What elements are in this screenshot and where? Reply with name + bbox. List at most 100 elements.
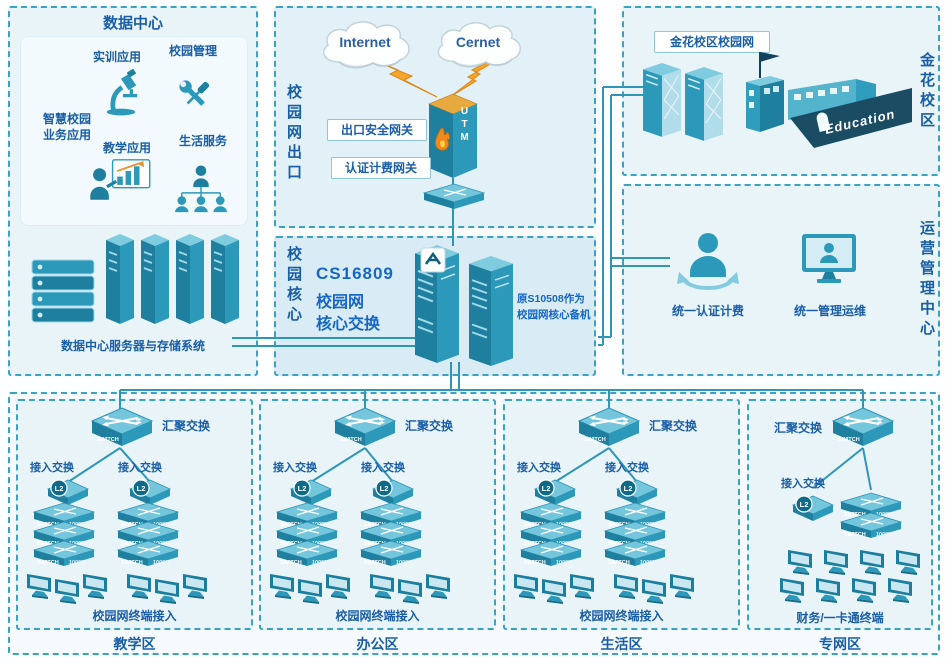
speed-label: 1000M	[876, 532, 893, 538]
l2-switch-icon: L2	[372, 479, 414, 506]
internet-cloud-label: Internet	[339, 34, 391, 50]
switch-label: SWITCH	[340, 437, 362, 443]
server-cabinet-icon	[642, 62, 682, 138]
microscope-icon	[102, 70, 140, 116]
l2-switch-icon: L2	[792, 495, 834, 522]
terminal-pc-icon	[888, 578, 912, 603]
access-label: 接入交换	[118, 462, 162, 474]
label-life-services: 生活服务	[178, 134, 227, 148]
datacenter-caption: 数据中心服务器与存储系统	[60, 339, 205, 353]
terminal-pc-icon	[852, 578, 876, 603]
backup-label-line1: 原S10508作为	[517, 293, 585, 305]
aggregation-switch-icon: SWITCH	[334, 407, 396, 447]
aggregation-label: 汇聚交换	[648, 419, 697, 433]
l2-label: L2	[800, 500, 809, 509]
terminal-pc-icon	[426, 574, 450, 599]
switch-label: SWITCH	[524, 522, 546, 528]
terminal-pc-icon	[816, 578, 840, 603]
auth-person-icon	[675, 231, 741, 290]
core-label-line3: 核心交换	[316, 316, 381, 333]
access-switch-icon: SWITCH 1000M	[520, 540, 582, 567]
speed-label: 1000M	[312, 560, 329, 566]
speed-label: 1000M	[153, 522, 170, 528]
terminal-pc-icon	[860, 550, 884, 575]
switch-label: SWITCH	[280, 541, 302, 547]
speed-label: 1000M	[556, 541, 573, 547]
switch-label: SWITCH	[524, 560, 546, 566]
zone-name-teaching: 教学区	[113, 636, 156, 652]
access-switch-icon: SWITCH 1000M	[276, 502, 338, 529]
backup-label-line2: 校园网核心备机	[517, 309, 591, 321]
speed-label: 1000M	[312, 522, 329, 528]
aggregation-label: 汇聚交换	[404, 419, 453, 433]
utm-label: UTM	[459, 106, 470, 145]
zone-name-living: 生活区	[600, 636, 643, 652]
datacenter-servers-icon	[31, 233, 240, 325]
switch-label: SWITCH	[608, 541, 630, 547]
speed-label: 1000M	[876, 512, 893, 518]
access-label: 接入交换	[517, 462, 561, 474]
switch-label: SWITCH	[364, 541, 386, 547]
access-switch-icon: SWITCH 1000M	[604, 540, 666, 567]
access-switch-icon: SWITCH 1000M	[360, 540, 422, 567]
switch-label: SWITCH	[280, 522, 302, 528]
access-switch-icon: SWITCH 1000M	[33, 540, 95, 567]
switch-label: SWITCH	[364, 522, 386, 528]
terminal-pc-icon	[570, 574, 594, 599]
access-switch-icon: SWITCH 1000M	[520, 521, 582, 548]
terminal-pc-icon	[788, 550, 812, 575]
jinhua-network-label: 金花校区校园网	[654, 31, 770, 53]
terminal-pc-icon	[824, 550, 848, 575]
switch-label: SWITCH	[121, 522, 143, 528]
datacenter-apps-panel	[20, 36, 248, 226]
speed-label: 1000M	[640, 560, 657, 566]
switch-label: SWITCH	[524, 541, 546, 547]
switch-label: SWITCH	[37, 560, 59, 566]
access-switch-icon: SWITCH 1000M	[276, 521, 338, 548]
core-model-label: CS16809	[316, 264, 394, 283]
access-switch-icon: SWITCH 1000M	[117, 502, 179, 529]
l2-switch-icon: L2	[47, 479, 89, 506]
access-switch-icon: SWITCH 1000M	[360, 521, 422, 548]
management-monitor-icon	[802, 234, 856, 283]
speed-label: 1000M	[69, 560, 86, 566]
label-training-apps: 实训应用	[92, 50, 141, 64]
terminal-pc-icon	[670, 574, 694, 599]
aggregation-switch-icon: SWITCH	[578, 407, 640, 447]
switch-label: SWITCH	[838, 437, 860, 443]
zone-name-private: 专网区	[819, 636, 861, 652]
speed-label: 1000M	[396, 541, 413, 547]
label-teaching-apps: 教学应用	[102, 141, 151, 155]
access-switch-icon: SWITCH 1000M	[276, 540, 338, 567]
aggregation-label: 汇聚交换	[773, 421, 822, 435]
campus-core-title: 校园核心	[285, 246, 302, 326]
access-label: 接入交换	[30, 462, 74, 474]
terminal-access-label: 校园网终端接入	[335, 609, 420, 623]
speed-label: 1000M	[69, 541, 86, 547]
campus-building-icon: Education	[745, 51, 913, 149]
exit-switch-icon	[423, 183, 485, 210]
core-label-line2: 校园网	[316, 294, 365, 311]
access-label: 接入交换	[361, 462, 405, 474]
terminal-access-label: 校园网终端接入	[92, 609, 177, 623]
l2-switch-icon: L2	[616, 479, 658, 506]
server-cabinet-icon	[684, 66, 724, 142]
switch-label: SWITCH	[121, 560, 143, 566]
ops-center-title: 运营管理中心	[918, 220, 935, 340]
datacenter-title: 数据中心	[102, 15, 163, 32]
speed-label: 1000M	[556, 522, 573, 528]
switch-label: SWITCH	[280, 560, 302, 566]
unified-management-label: 统一管理运维	[793, 304, 866, 318]
zone-name-office: 办公区	[356, 636, 399, 652]
l2-label: L2	[298, 484, 307, 493]
unified-auth-label: 统一认证计费	[671, 304, 744, 318]
terminal-access-label: 校园网终端接入	[579, 609, 664, 623]
l2-switch-icon: L2	[534, 479, 576, 506]
label-campus-management: 校园管理	[168, 44, 217, 58]
campus-exit-title: 校园网出口	[285, 84, 302, 184]
